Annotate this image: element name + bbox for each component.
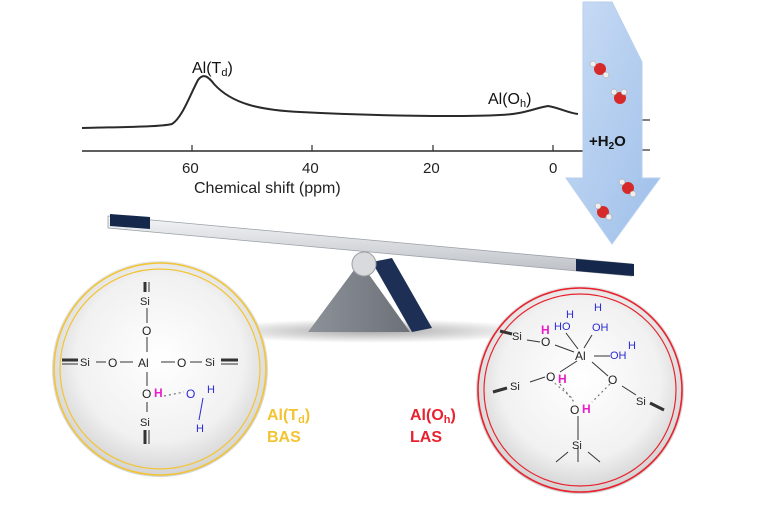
arrow-shape [565, 1, 661, 245]
bond [526, 339, 541, 343]
atom-si: Si [510, 381, 520, 393]
tick-label-60: 60 [182, 160, 199, 177]
atom-o: O [142, 324, 151, 338]
framework-bond [649, 401, 665, 412]
atom-o: O [541, 335, 550, 349]
tick-label-0: 0 [549, 160, 557, 177]
spectrum-curve [81, 75, 579, 129]
right-site-oh: Si H O Al HO H OH H OH H Si O H O Si O H… [476, 286, 684, 494]
nmr-spectrum: 60 40 20 0 Chemical shift (ppm) Al(Td) A… [81, 60, 650, 197]
water-oxygen: O [186, 387, 195, 401]
beam-cap-right [576, 259, 634, 276]
brønsted-proton: H [541, 323, 550, 337]
water-ligand: OH [610, 350, 627, 362]
tick-label-20: 20 [423, 160, 440, 177]
peak-label-oh: Al(Oh) [488, 91, 531, 110]
water-molecule-icon [610, 88, 628, 104]
seesaw-beam [107, 215, 633, 277]
water-ligand: OH [592, 322, 609, 334]
atom-si: Si [80, 357, 90, 369]
atom-o: O [546, 370, 555, 384]
bond [529, 376, 546, 383]
brønsted-proton: H [558, 372, 567, 386]
framework-bond [499, 329, 513, 336]
tick-label-40: 40 [302, 160, 319, 177]
fulcrum-triangle [308, 262, 410, 332]
brønsted-proton: H [582, 402, 591, 416]
atom-si: Si [140, 296, 150, 308]
atom-o: O [142, 387, 151, 401]
hydrogen-bond [559, 383, 575, 403]
right-ring-outer [477, 287, 683, 493]
bond [621, 385, 637, 396]
right-site-name: Al(Oh) [410, 407, 456, 426]
framework-bond [492, 386, 508, 394]
hydrogen-bond [163, 391, 185, 397]
atom-o: O [108, 356, 117, 370]
left-ring-outer [53, 262, 267, 476]
water-h: H [196, 423, 204, 435]
brønsted-proton: H [154, 386, 163, 400]
beam-cap-left [110, 214, 150, 229]
water-ligand-h: H [628, 340, 636, 352]
bond [554, 344, 575, 353]
atom-o: O [570, 403, 579, 417]
atom-si: Si [512, 331, 522, 343]
left-site-name: Al(Td) [267, 407, 310, 426]
atom-o: O [608, 373, 617, 387]
water-ligand: HO [554, 321, 571, 333]
seesaw [107, 214, 634, 343]
water-molecule-icon [594, 202, 613, 221]
right-sphere [476, 286, 684, 494]
water-addition-arrow: +H2O [565, 1, 661, 245]
fulcrum-pivot [351, 251, 377, 277]
hydrogen-bond [591, 383, 611, 403]
bond [591, 361, 609, 377]
atom-si: Si [205, 357, 215, 369]
water-ligand-h: H [566, 309, 574, 321]
water-arrow-label: +H2O [589, 133, 626, 152]
atom-si: Si [636, 396, 646, 408]
water-molecule-icon [618, 178, 637, 198]
bond [555, 451, 569, 463]
left-site-acid: BAS [267, 429, 301, 446]
water-h: H [207, 384, 215, 396]
bond [587, 451, 601, 463]
water-bond [198, 397, 204, 421]
atom-si: Si [572, 440, 582, 452]
bond [565, 332, 579, 350]
atom-o: O [177, 356, 186, 370]
x-axis-label: Chemical shift (ppm) [194, 180, 341, 197]
left-ring-inner [59, 268, 261, 470]
fulcrum-brace [372, 258, 432, 332]
left-site-td: Si O Si O Al O Si O H Si O H H [52, 261, 268, 477]
atom-si: Si [140, 417, 150, 429]
right-ring-inner [483, 293, 677, 487]
water-ligand-h: H [594, 302, 602, 314]
bond [559, 360, 578, 373]
atom-al: Al [138, 356, 149, 370]
peak-label-td: Al(Td) [192, 60, 233, 79]
right-site-acid: LAS [410, 429, 442, 446]
left-sphere [52, 261, 268, 477]
atom-al: Al [575, 349, 586, 363]
bond [583, 334, 593, 349]
water-molecule-icon [589, 60, 610, 79]
